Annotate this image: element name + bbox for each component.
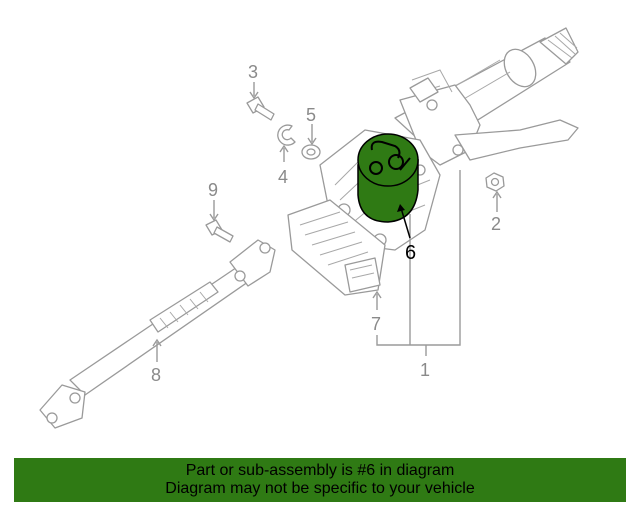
- parts-diagram: 1 2 3 4 5 6 7 8 9: [39, 27, 579, 429]
- callout-4: 4: [278, 167, 288, 187]
- highlighted-part-6[interactable]: [357, 133, 419, 223]
- callout-6: 6: [405, 242, 416, 264]
- callout-7: 7: [371, 314, 381, 334]
- callout-3: 3: [248, 62, 258, 82]
- callout-2: 2: [491, 214, 501, 234]
- banner-line-2: Diagram may not be specific to your vehi…: [165, 480, 475, 497]
- callout-1: 1: [420, 360, 430, 380]
- bolt-part-3: [246, 96, 275, 121]
- control-module: [287, 199, 386, 296]
- washer-part-5: [301, 144, 321, 160]
- bolt-part-9: [205, 219, 234, 243]
- callout-5: 5: [306, 105, 316, 125]
- leader-lines: [152, 82, 502, 362]
- banner-line-1: Part or sub-assembly is #6 in diagram: [185, 462, 455, 479]
- intermediate-shaft: [39, 239, 276, 429]
- clip-part-4: [277, 124, 296, 146]
- callout-9: 9: [208, 180, 218, 200]
- callout-8: 8: [151, 365, 161, 385]
- nut-part-2: [485, 172, 505, 192]
- part-info-banner: Part or sub-assembly is #6 in diagram Di…: [14, 458, 626, 502]
